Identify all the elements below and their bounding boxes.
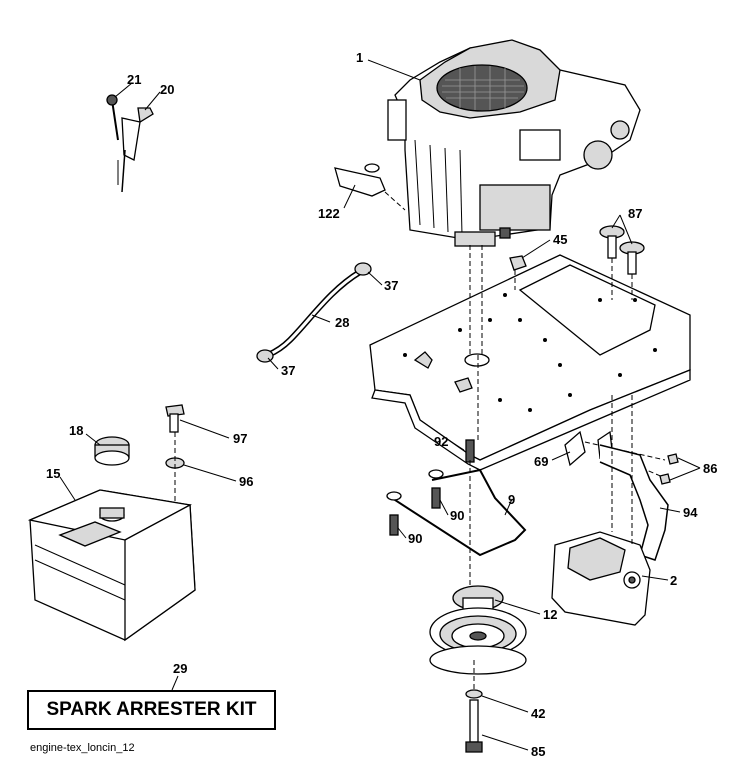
muffler	[551, 531, 651, 626]
nut-45	[509, 255, 527, 271]
label-90-lower: 90	[408, 531, 422, 546]
label-2: 2	[670, 573, 677, 588]
label-18: 18	[69, 423, 83, 438]
diagram-caption: engine-tex_loncin_12	[30, 742, 135, 754]
engine-plate	[369, 254, 691, 471]
label-122: 122	[318, 206, 340, 221]
throttle-cable-assembly	[106, 94, 154, 193]
label-97: 97	[233, 431, 247, 446]
label-96: 96	[239, 474, 253, 489]
label-20: 20	[160, 82, 174, 97]
gasket-69	[564, 430, 586, 467]
muffler-bracket	[391, 468, 527, 557]
spark-arrester-kit-box: SPARK ARRESTER KIT	[27, 690, 276, 730]
bolt-90-lower	[389, 514, 399, 536]
fuel-cap	[94, 436, 130, 466]
label-42: 42	[531, 706, 545, 721]
label-37-bottom: 37	[281, 363, 295, 378]
spark-arrester-kit-label: SPARK ARRESTER KIT	[46, 699, 257, 720]
pulley	[429, 585, 527, 675]
bolt-85	[465, 699, 483, 753]
label-37-top: 37	[384, 278, 398, 293]
label-9: 9	[508, 492, 515, 507]
label-29: 29	[173, 661, 187, 676]
label-1: 1	[356, 50, 363, 65]
label-69: 69	[534, 454, 548, 469]
label-87: 87	[628, 206, 642, 221]
bracket-122	[334, 167, 386, 197]
label-12: 12	[543, 607, 557, 622]
washer-42	[465, 689, 483, 699]
label-90-upper: 90	[450, 508, 464, 523]
bolt-90-upper	[431, 487, 441, 509]
bolt-97	[165, 404, 185, 433]
label-28: 28	[335, 315, 349, 330]
nut-86-b	[659, 473, 671, 485]
nut-86-a	[667, 453, 679, 465]
label-85: 85	[531, 744, 545, 759]
fuel-tank	[27, 489, 196, 642]
bolt-92	[465, 439, 475, 463]
label-15: 15	[46, 466, 60, 481]
hose-clamp-top	[354, 262, 372, 276]
exhaust-pipe	[599, 444, 669, 561]
label-92: 92	[434, 434, 448, 449]
label-94: 94	[683, 505, 698, 520]
label-21: 21	[127, 72, 141, 87]
engine	[387, 39, 641, 247]
label-86: 86	[703, 461, 717, 476]
bolts-87	[599, 225, 645, 275]
label-45: 45	[553, 232, 567, 247]
leader-lines	[59, 59, 701, 751]
